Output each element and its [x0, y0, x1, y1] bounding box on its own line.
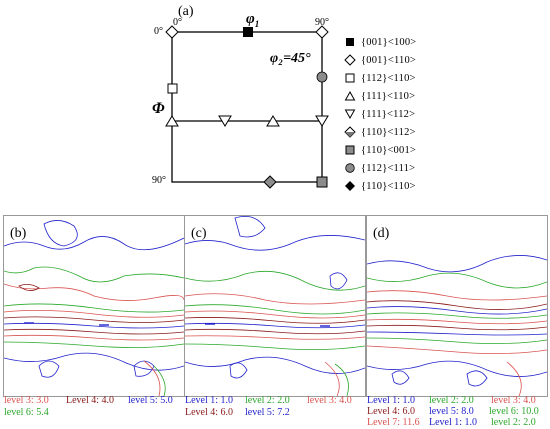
- legend-text: {001}<100>: [361, 36, 417, 48]
- gray-circle-icon: [316, 71, 328, 83]
- level-item: Level 7: 11.6: [367, 417, 420, 428]
- legend-item: {001}<110>: [344, 52, 417, 68]
- legend-item: {110}<001>: [345, 142, 416, 158]
- level-item: level 3: 4.0: [307, 395, 352, 406]
- tick-90-left: 90°: [152, 175, 166, 186]
- level-item: Level 4: 6.0: [185, 407, 234, 418]
- open-diamond-icon: [315, 25, 329, 39]
- filled-square-icon: [346, 38, 354, 46]
- tick-0-left: 0°: [154, 26, 163, 37]
- legend-text: {112}<110>: [361, 72, 416, 84]
- legend-item: {001}<100>: [345, 34, 416, 50]
- level-item: level 3: 4.0: [491, 395, 536, 406]
- legend-item: {111}<112>: [344, 106, 416, 122]
- open-square-icon: [167, 83, 178, 94]
- level-item: level 5: 7.2: [245, 407, 290, 418]
- panel-d-label: (d): [373, 226, 390, 241]
- level-item: level 3: 3.0: [4, 395, 49, 406]
- odf-contour-c: [185, 216, 365, 396]
- level-item: Level 1: 1.0: [185, 395, 234, 406]
- gray-circle-icon: [345, 163, 355, 173]
- level-item: level 2: 2.0: [491, 417, 536, 428]
- open-square-icon: [345, 73, 355, 83]
- gray-square-icon: [345, 145, 355, 155]
- level-item: level 2: 2.0: [245, 395, 290, 406]
- open-diamond-icon: [344, 54, 356, 66]
- tick-90-top: 90°: [315, 17, 329, 28]
- legend-text: {112}<111>: [361, 162, 416, 174]
- open-triangle-up-icon: [165, 115, 179, 127]
- level-item: level 5: 5.0: [128, 395, 173, 406]
- panel-c-label: (c): [191, 226, 207, 241]
- filled-diamond-icon: [345, 181, 355, 191]
- panel-d: (d): [366, 215, 548, 397]
- odf-schematic: [165, 25, 329, 189]
- legend-text: {111}<112>: [361, 108, 416, 120]
- levels-d: Level 1: 1.0 level 2: 2.0 level 3: 4.0 L…: [367, 395, 549, 429]
- open-triangle-up-icon: [266, 115, 280, 127]
- legend-text: {110}<110>: [361, 180, 416, 192]
- open-diamond-icon: [165, 25, 179, 39]
- legend-item: {111}<110>: [344, 88, 416, 104]
- level-item: Level 1: 1.0: [429, 417, 478, 428]
- panel-a: (a) φ1 0° 0° 90° φ₂=45° Φ 90°: [0, 0, 550, 210]
- level-item: level 2: 2.0: [429, 395, 474, 406]
- legend-text: {110}<001>: [361, 144, 417, 156]
- open-triangle-down-icon: [218, 115, 232, 127]
- level-item: Level 4: 4.0: [66, 395, 115, 406]
- panel-a-label: (a): [178, 4, 194, 19]
- texture-legend: {001}<100> {001}<110> {112}<110> {111}<1…: [344, 34, 545, 194]
- odf-contour-d: [367, 255, 547, 396]
- legend-text: {110}<112>: [361, 126, 416, 138]
- panel-b: (b): [3, 215, 185, 397]
- filled-square-icon: [243, 27, 253, 37]
- level-item: Level 4: 6.0: [367, 406, 416, 417]
- legend-item: {110}<112>: [344, 124, 416, 140]
- levels-c: Level 1: 1.0 level 2: 2.0 level 3: 4.0 L…: [185, 395, 365, 429]
- levels-b: level 3: 3.0 Level 4: 4.0 level 5: 5.0 l…: [4, 395, 184, 429]
- open-triangle-down-icon: [344, 109, 356, 120]
- legend-text: {001}<110>: [361, 54, 417, 66]
- legend-item: {110}<110>: [345, 178, 416, 194]
- legend-item: {112}<110>: [345, 70, 416, 86]
- level-item: level 6: 10.0: [489, 406, 539, 417]
- half-diamond-icon: [263, 175, 277, 189]
- panel-c: (c): [184, 215, 366, 397]
- open-triangle-up-icon: [344, 90, 356, 101]
- odf-contour-b: [4, 220, 184, 396]
- half-diamond-icon: [344, 126, 356, 138]
- gray-square-icon: [316, 176, 328, 188]
- open-triangle-down-icon: [315, 115, 329, 127]
- panel-b-label: (b): [10, 226, 27, 241]
- legend-item: {112}<111>: [345, 160, 415, 176]
- level-item: level 6: 5.4: [4, 407, 49, 418]
- legend-text: {111}<110>: [361, 90, 416, 102]
- phi1-label: φ1: [246, 11, 260, 29]
- level-item: Level 1: 1.0: [367, 395, 416, 406]
- tick-0-top: 0°: [173, 17, 182, 28]
- level-item: level 5: 8.0: [429, 406, 474, 417]
- Phi-label: Φ: [152, 100, 165, 117]
- phi2-note: φ₂=45°: [270, 51, 311, 66]
